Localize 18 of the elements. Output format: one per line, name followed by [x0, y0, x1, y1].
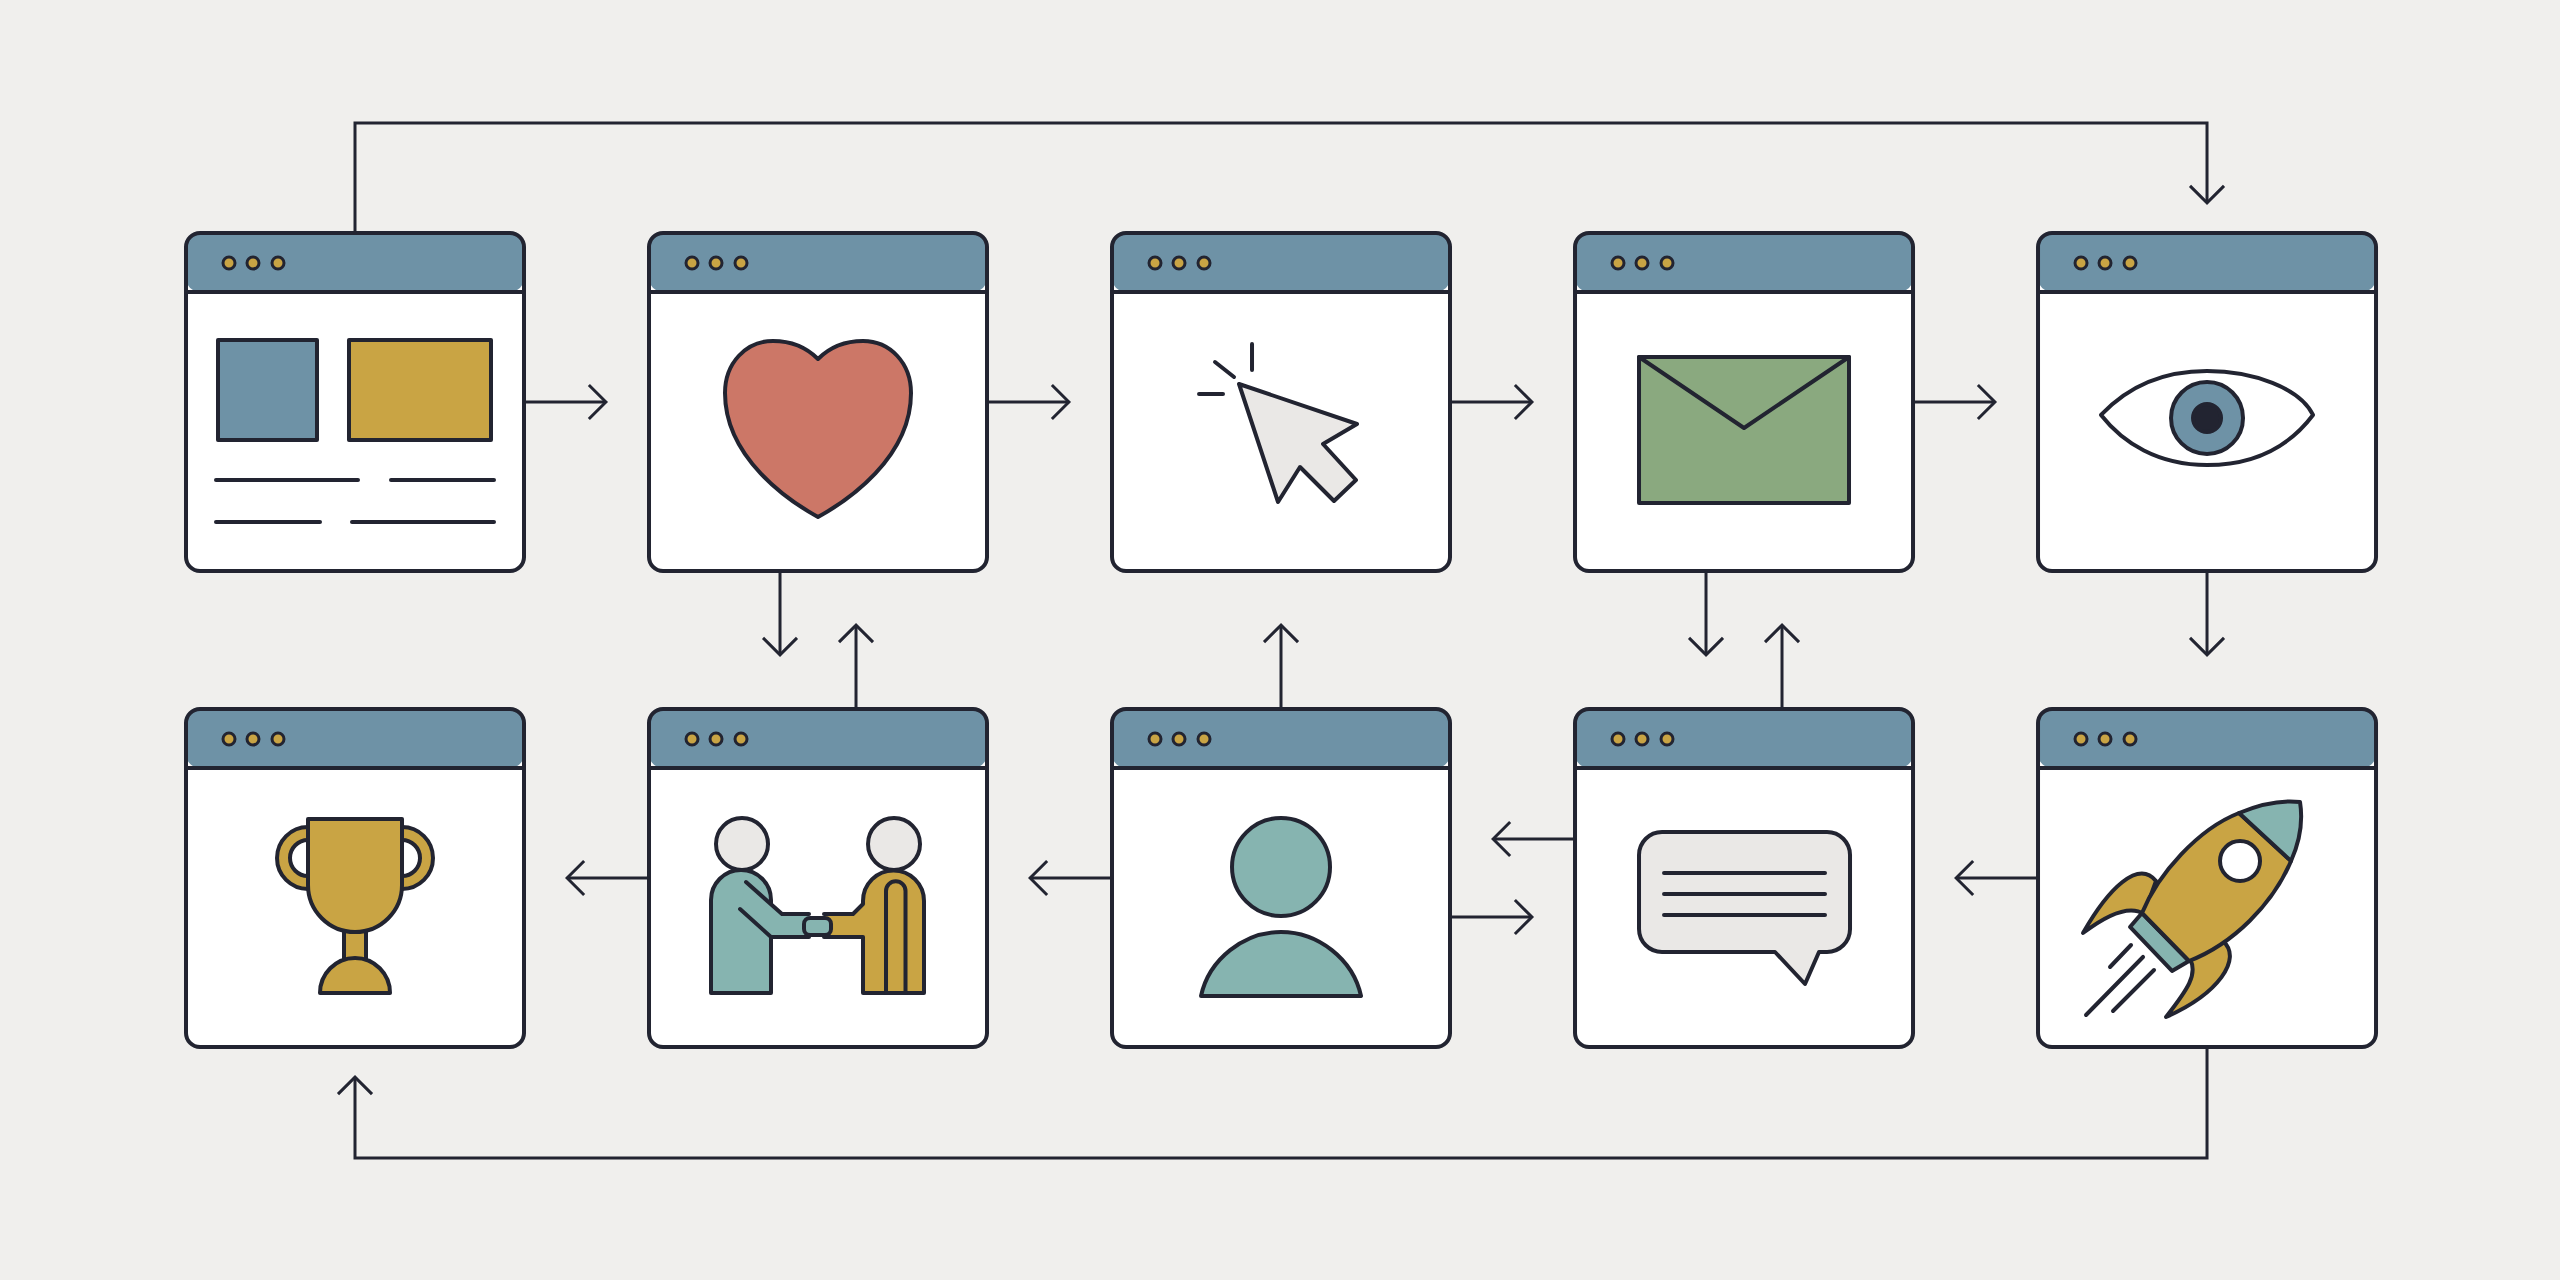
- arrow: [336, 1047, 2209, 1160]
- arrow: [1763, 623, 1801, 709]
- arrow: [1913, 383, 1998, 421]
- arrow: [1954, 859, 2038, 897]
- arrow: [987, 383, 1071, 421]
- arrow: [1450, 898, 1535, 936]
- arrow: [1687, 571, 1725, 657]
- arrow: [761, 571, 799, 657]
- arrow: [2188, 571, 2226, 657]
- browser-window: [1110, 231, 1452, 573]
- arrow: [353, 121, 2226, 233]
- arrow: [837, 623, 875, 709]
- arrow: [1450, 383, 1535, 421]
- arrow: [1262, 623, 1300, 709]
- arrow: [565, 859, 649, 897]
- arrow: [1028, 859, 1112, 897]
- arrow: [1491, 820, 1575, 858]
- arrow: [524, 383, 608, 421]
